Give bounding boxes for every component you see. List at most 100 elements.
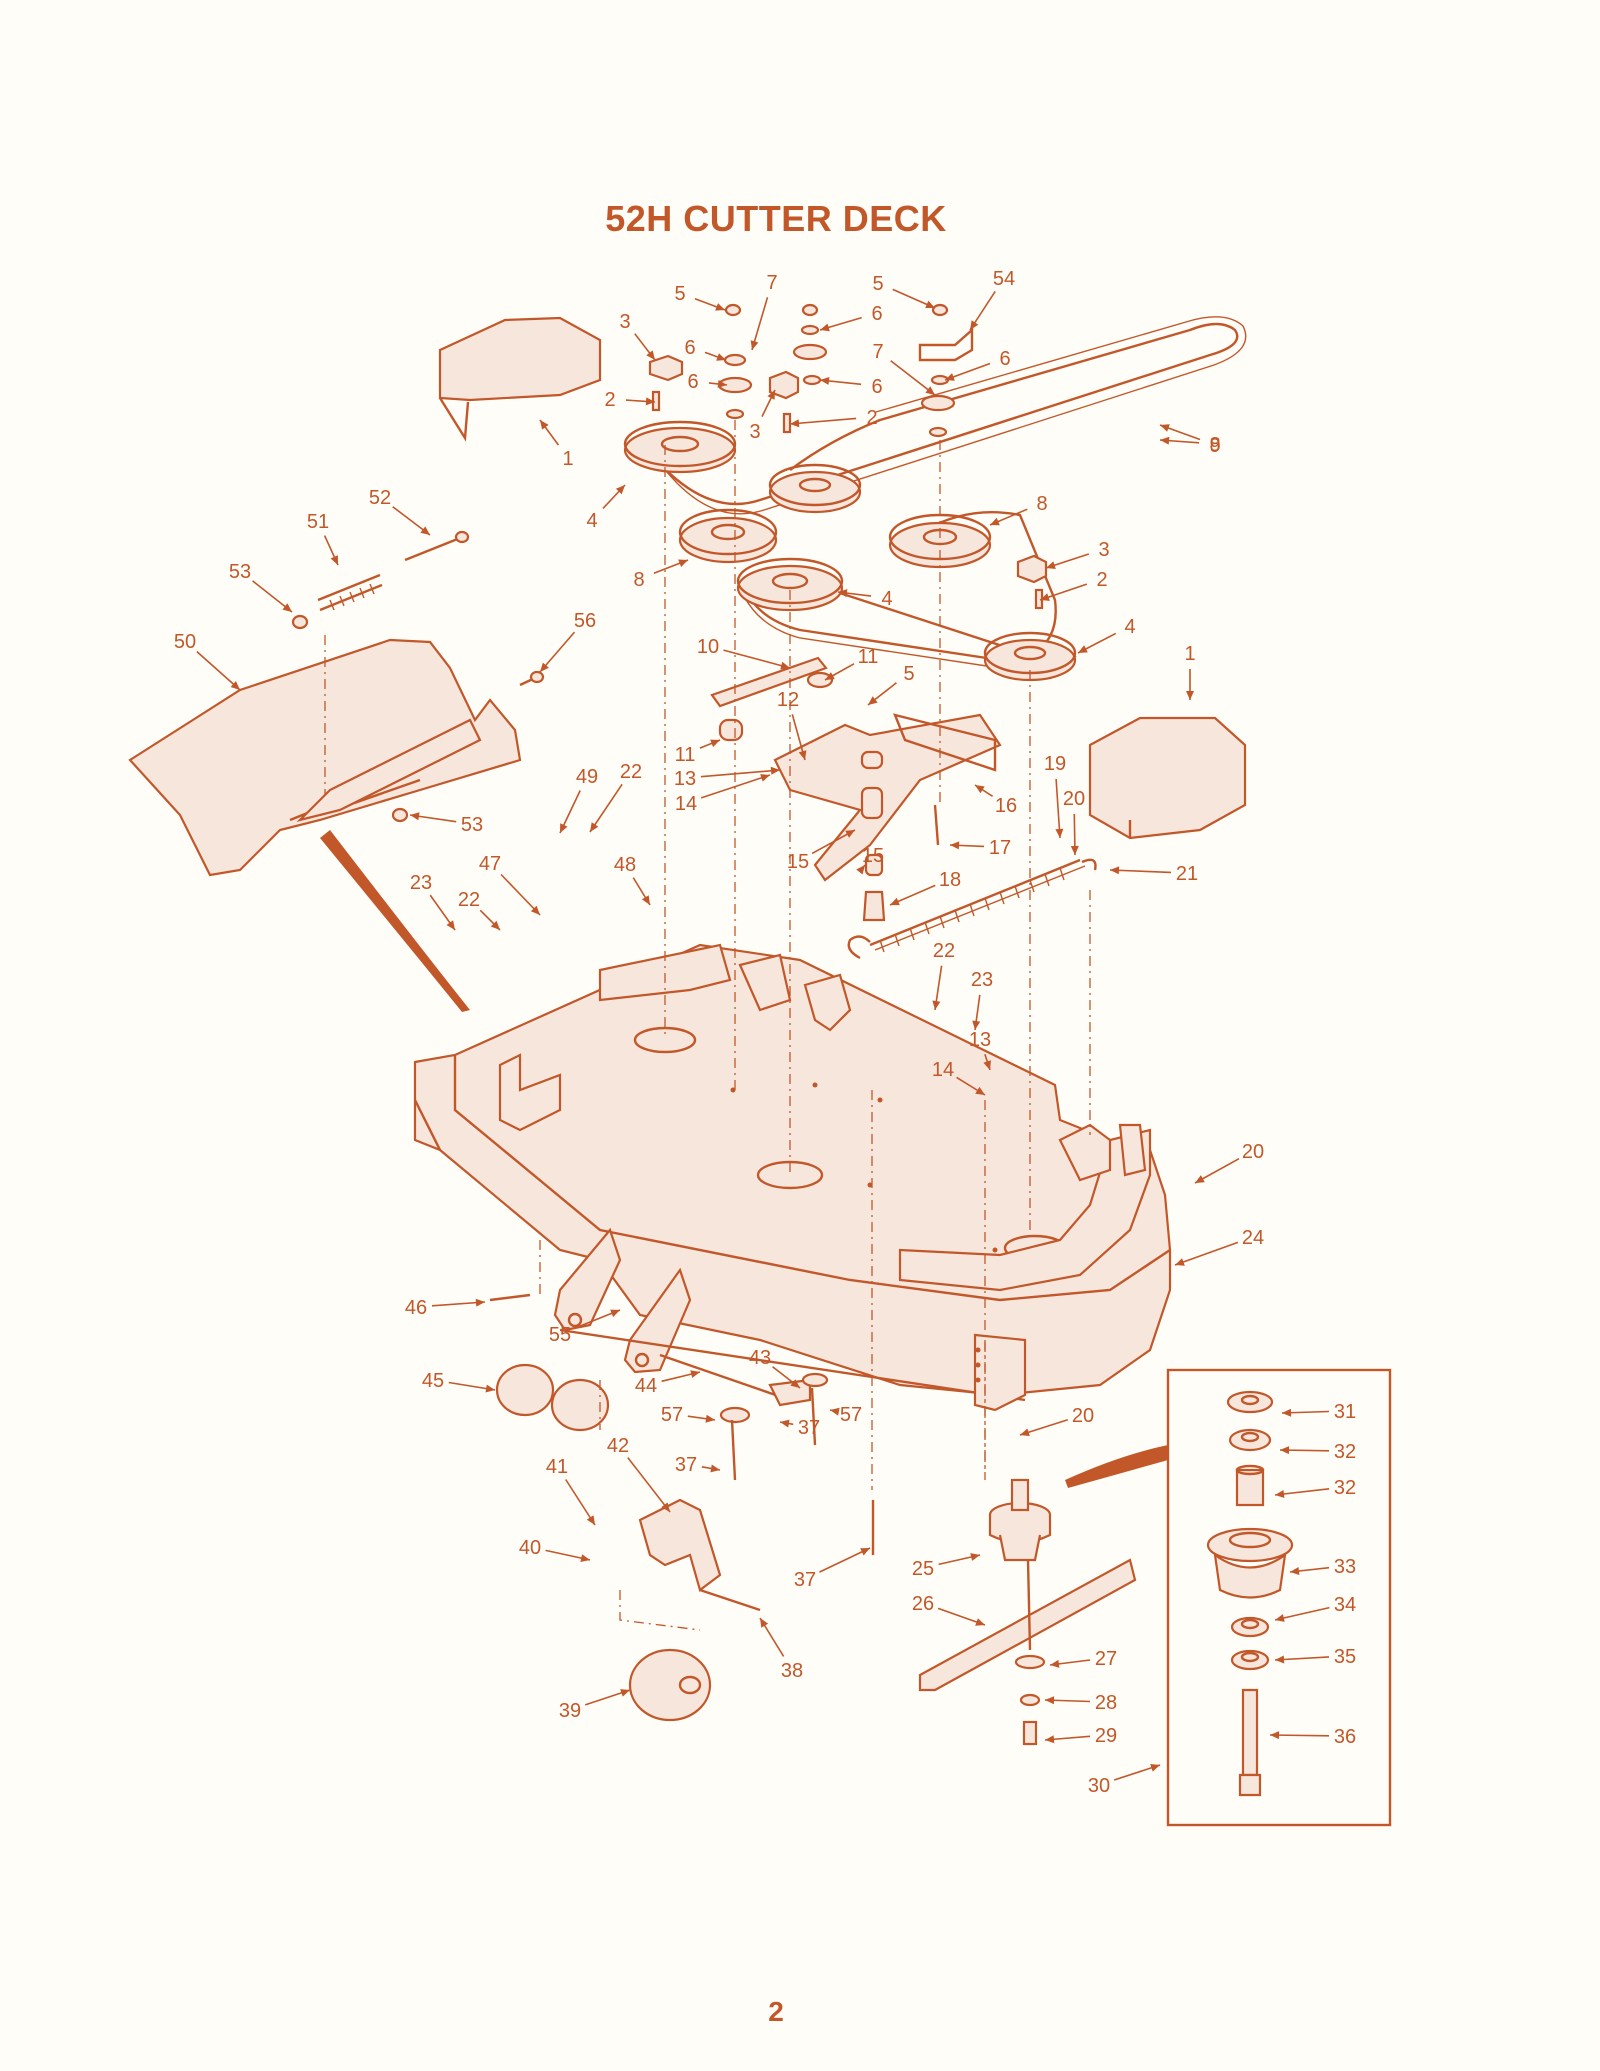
- callout-3: 3: [749, 389, 776, 443]
- callout-label: 18: [939, 869, 961, 891]
- callout-arrowhead: [716, 353, 726, 361]
- callout-32: 32: [1274, 1477, 1356, 1499]
- callout-label: 20: [1242, 1141, 1264, 1163]
- callout-label: 51: [307, 511, 329, 533]
- callout-arrowhead: [715, 303, 725, 311]
- callout-arrowhead: [790, 419, 800, 428]
- spindle-inset-box: [1065, 1368, 1392, 1827]
- callout-arrowhead: [750, 340, 759, 350]
- callout-48: 48: [614, 854, 651, 906]
- callout-arrowhead: [645, 397, 655, 406]
- callout-20: 20: [1063, 788, 1085, 856]
- callout-label: 5: [903, 663, 914, 685]
- callout-leader: [500, 873, 541, 916]
- callout-label: 12: [777, 689, 799, 711]
- callout-arrowhead: [932, 1000, 941, 1010]
- callout-1: 1: [1184, 643, 1196, 700]
- callout-arrowhead: [1050, 1659, 1060, 1668]
- callout-42: 42: [607, 1435, 671, 1513]
- callout-arrowhead: [945, 373, 955, 381]
- callout-leader: [1274, 1606, 1330, 1621]
- callout-43: 43: [749, 1347, 801, 1389]
- callout-label: 15: [862, 845, 884, 867]
- callout-11: 11: [675, 739, 721, 766]
- callout-6: 6: [819, 376, 883, 398]
- callout-arrowhead: [615, 485, 625, 495]
- callout-arrowhead: [282, 603, 292, 612]
- callout-leader: [789, 417, 857, 425]
- callout-34: 34: [1274, 1594, 1356, 1622]
- spindle-housing: [988, 1478, 1052, 1562]
- callout-22: 22: [932, 940, 955, 1011]
- callout-leader: [1274, 1656, 1330, 1661]
- callout-8: 8: [1159, 434, 1221, 456]
- callout-arrowhead: [1078, 645, 1088, 653]
- callout-38: 38: [759, 1617, 803, 1682]
- callout-label: 11: [858, 646, 879, 668]
- idler-arm-10: [710, 656, 834, 742]
- callout-arrowhead: [975, 785, 985, 794]
- callout-label: 46: [405, 1297, 427, 1319]
- callout-label: 25: [912, 1558, 934, 1580]
- callout-arrowhead: [983, 1060, 991, 1070]
- callout-arrowhead: [925, 300, 935, 308]
- callout-arrowhead: [1020, 1428, 1030, 1437]
- mower-blade: [918, 1558, 1137, 1746]
- callout-arrowhead: [661, 1502, 670, 1512]
- callout-57: 57: [829, 1404, 862, 1426]
- callout-5: 5: [867, 663, 915, 706]
- callout-53: 53: [409, 812, 483, 836]
- callout-arrowhead: [717, 380, 727, 388]
- belt-cover-right: [1088, 716, 1247, 840]
- callout-arrowhead: [780, 661, 790, 670]
- callout-4: 4: [1077, 616, 1136, 654]
- callout-arrowhead: [868, 696, 878, 705]
- callout-8: 8: [989, 493, 1048, 526]
- callout-51: 51: [307, 511, 339, 566]
- callout-label: 2: [1096, 569, 1107, 591]
- callout-label: 55: [549, 1324, 571, 1346]
- callout-37: 37: [794, 1547, 871, 1591]
- callout-label: 1: [1184, 643, 1195, 665]
- callout-label: 3: [749, 421, 760, 443]
- callout-arrowhead: [1195, 1175, 1205, 1183]
- deck-housing: [413, 943, 1172, 1397]
- callout-49: 49: [559, 766, 598, 834]
- callout-37: 37: [779, 1417, 820, 1439]
- callout-arrowhead: [890, 897, 900, 906]
- callout-label: 30: [1088, 1775, 1110, 1797]
- callout-14: 14: [932, 1059, 986, 1096]
- callout-arrowhead: [1160, 436, 1170, 445]
- callout-6: 6: [687, 371, 728, 393]
- callout-label: 44: [635, 1375, 657, 1397]
- callout-arrowhead: [767, 390, 775, 400]
- callout-label: 20: [1063, 788, 1085, 810]
- callout-arrowhead: [760, 1618, 769, 1628]
- callout-arrowhead: [530, 905, 540, 915]
- callout-arrowhead: [950, 841, 960, 850]
- callout-20: 20: [1194, 1141, 1264, 1184]
- callout-label: 45: [422, 1370, 444, 1392]
- callout-7: 7: [750, 272, 778, 351]
- callout-leader: [589, 783, 623, 833]
- callout-52: 52: [369, 487, 431, 536]
- callout-57: 57: [661, 1404, 716, 1426]
- callout-18: 18: [889, 869, 961, 906]
- callout-22: 22: [458, 889, 501, 931]
- callout-11: 11: [824, 646, 879, 681]
- callout-9: 9: [1159, 424, 1221, 457]
- callout-arrowhead: [856, 865, 865, 875]
- callout-label: 5: [872, 273, 883, 295]
- callout-arrowhead: [770, 766, 780, 775]
- callout-3: 3: [1045, 539, 1110, 569]
- callout-label: 6: [687, 371, 698, 393]
- callout-arrowhead: [860, 1548, 870, 1556]
- callout-label: 26: [912, 1593, 934, 1615]
- callout-label: 38: [781, 1660, 803, 1682]
- callout-leader: [1174, 1241, 1239, 1266]
- callout-arrowhead: [975, 1086, 985, 1095]
- callout-arrowhead: [580, 1554, 590, 1562]
- callout-label: 3: [1098, 539, 1109, 561]
- callout-label: 22: [458, 889, 480, 911]
- callout-label: 42: [607, 1435, 629, 1457]
